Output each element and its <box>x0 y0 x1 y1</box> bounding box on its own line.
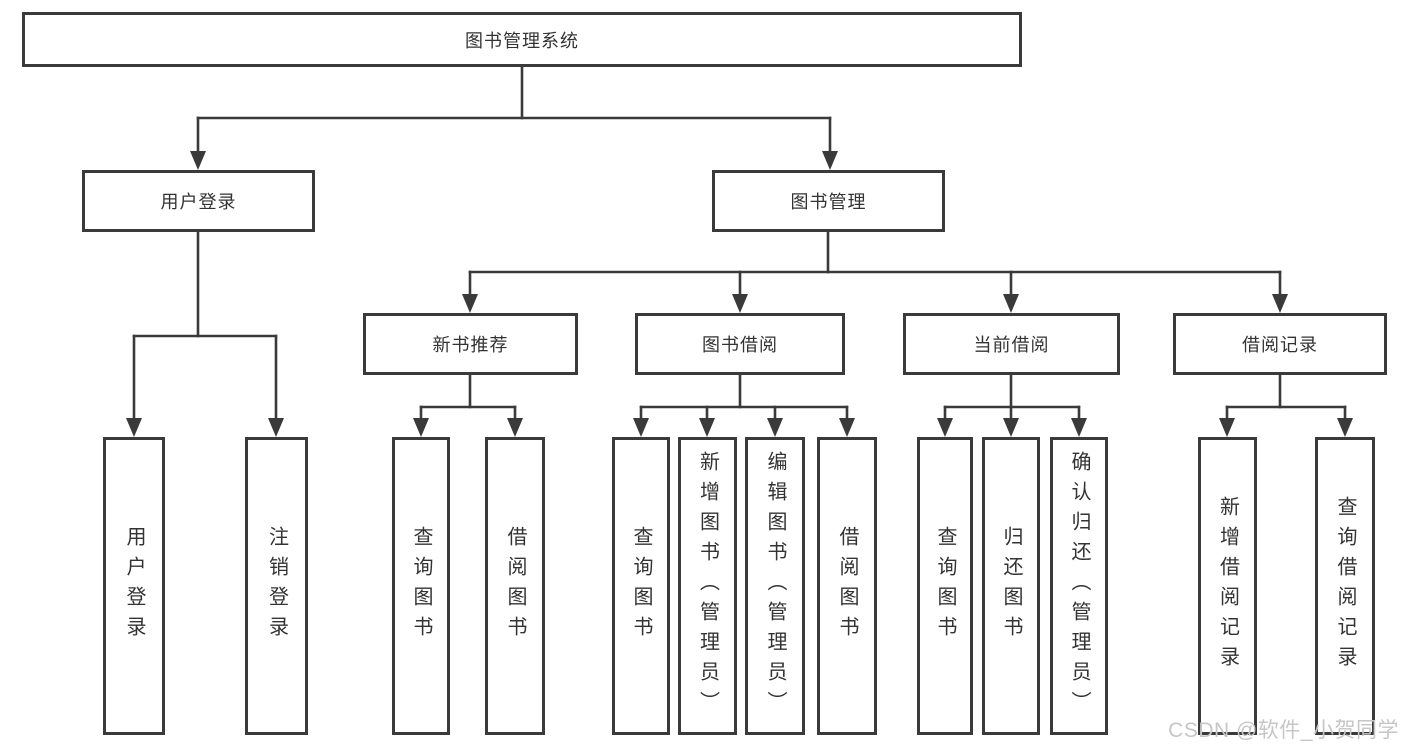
node-book-management-branch: 图书管理 <box>712 170 945 232</box>
node-leaf-search-books-borrowing: 查询图书 <box>612 437 670 735</box>
node-leaf-user-login: 用户登录 <box>103 437 165 735</box>
node-leaf-borrow-books-recommend: 借阅图书 <box>485 437 545 735</box>
node-current-borrowing: 当前借阅 <box>903 313 1120 375</box>
node-library-system-root: 图书管理系统 <box>22 12 1022 67</box>
node-leaf-logout: 注销登录 <box>245 437 308 735</box>
node-leaf-search-books-recommend: 查询图书 <box>392 437 450 735</box>
node-leaf-add-borrow-record: 新增借阅记录 <box>1198 437 1257 735</box>
node-leaf-search-borrow-record: 查询借阅记录 <box>1315 437 1375 735</box>
node-leaf-search-books-current: 查询图书 <box>917 437 973 735</box>
node-leaf-add-book-admin: 新增图书（管理员） <box>678 437 737 735</box>
node-book-borrowing: 图书借阅 <box>635 313 845 375</box>
node-borrowing-records: 借阅记录 <box>1173 313 1387 375</box>
node-leaf-borrow-books-borrowing: 借阅图书 <box>817 437 877 735</box>
node-user-login-branch: 用户登录 <box>82 170 315 232</box>
node-leaf-edit-book-admin: 编辑图书（管理员） <box>745 437 805 735</box>
node-new-book-recommend: 新书推荐 <box>363 313 578 375</box>
node-leaf-return-book: 归还图书 <box>982 437 1040 735</box>
node-leaf-confirm-return-admin: 确认归还（管理员） <box>1050 437 1108 735</box>
csdn-watermark: CSDN @软件_小贺同学 <box>1168 719 1399 742</box>
